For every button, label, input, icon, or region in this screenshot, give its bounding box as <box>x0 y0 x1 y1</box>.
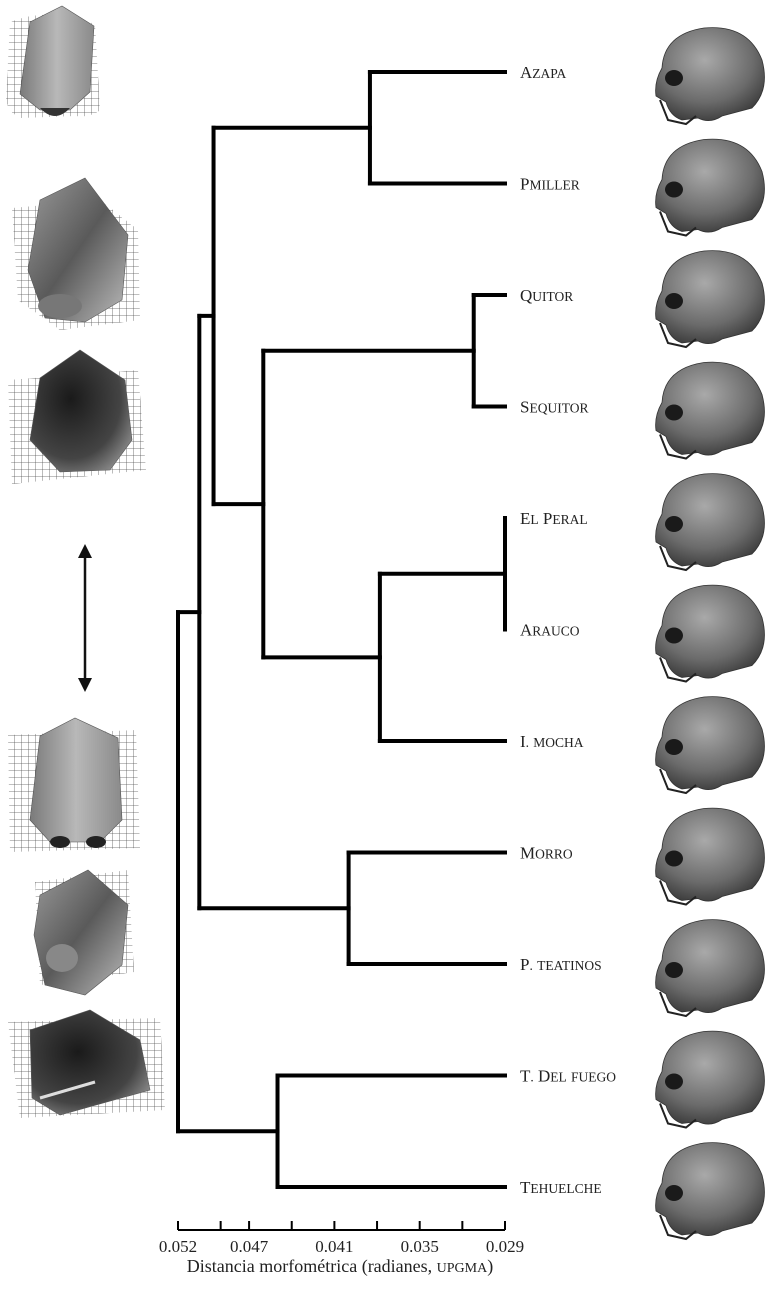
skull-lateral-view-icon <box>656 920 765 1016</box>
leaf-label: QUITOR <box>520 286 573 305</box>
shape-warp-lateral-1-icon <box>8 350 146 484</box>
axis-tick-label: 0.041 <box>315 1237 353 1256</box>
skull-lateral-view-icon <box>656 28 765 124</box>
leaf-label: TEHUELCHE <box>520 1178 602 1197</box>
leaf-labels: AZAPA PMILLER QUITOR SEQUITOR EL PERAL ARAUCO… <box>520 63 616 1197</box>
axis-title: Distancia morfométrica (radianes, UPGMA) <box>187 1256 493 1277</box>
shape-warp-lateral-2-icon <box>8 1010 165 1118</box>
skull-lateral-view-icon <box>656 1143 765 1239</box>
skull-images <box>656 28 765 1239</box>
leaf-label: PMILLER <box>520 175 580 194</box>
shape-warp-frontal-2-icon <box>8 718 140 852</box>
skull-lateral-view-icon <box>656 474 765 570</box>
axis-tick-label: 0.029 <box>486 1237 524 1256</box>
skull-lateral-view-icon <box>656 697 765 793</box>
leaf-label: P. TEATINOS <box>520 955 602 974</box>
skull-lateral-view-icon <box>656 808 765 904</box>
axis-title-main: Distancia morfométrica (radianes, <box>187 1256 437 1277</box>
skull-lateral-view-icon <box>656 139 765 235</box>
double-arrow-vertical-icon <box>78 544 92 692</box>
skull-lateral-view-icon <box>656 362 765 458</box>
shape-warp-oblique-2-icon <box>34 870 134 995</box>
leaf-label: EL PERAL <box>520 509 588 528</box>
shape-warp-frontal-1-icon <box>6 6 100 118</box>
skull-lateral-view-icon <box>656 251 765 347</box>
leaf-label: ARAUCO <box>520 621 580 640</box>
leaf-label: SEQUITOR <box>520 398 588 417</box>
distance-axis: 0.052 0.047 0.041 0.035 0.029 <box>159 1221 524 1256</box>
skull-lateral-view-icon <box>656 1031 765 1127</box>
axis-title-end: ) <box>487 1256 493 1277</box>
leaf-label: AZAPA <box>520 63 567 82</box>
axis-tick-label: 0.035 <box>401 1237 439 1256</box>
leaf-label: I. MOCHA <box>520 732 584 751</box>
skull-lateral-view-icon <box>656 585 765 681</box>
axis-title-abbrev: UPGMA <box>437 1261 488 1276</box>
shape-warp-oblique-1-icon <box>12 178 140 330</box>
axis-tick-label: 0.047 <box>230 1237 269 1256</box>
axis-tick-label: 0.052 <box>159 1237 197 1256</box>
leaf-label: MORRO <box>520 844 573 863</box>
dendrogram-tree <box>178 72 505 1187</box>
leaf-label: T. DEL FUEGO <box>520 1067 616 1086</box>
